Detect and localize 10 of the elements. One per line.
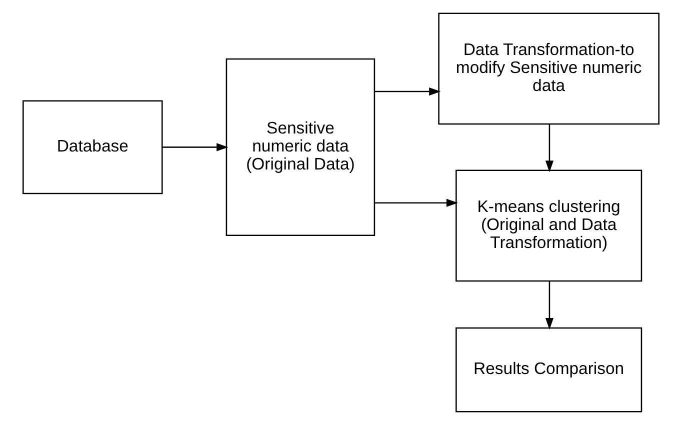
node-box: Results Comparison [455, 327, 642, 412]
node-box: Sensitive numeric data (Original Data) [225, 58, 375, 236]
node-box: Database [22, 100, 162, 194]
arrow [544, 281, 554, 330]
arrow [374, 198, 458, 207]
arrow [374, 87, 440, 96]
arrow [544, 124, 554, 172]
node-box: K-means clustering (Original and Data Transformation) [455, 170, 642, 282]
arrow [162, 143, 228, 152]
node-box: Data Transformation-to modify Sensitive numeric data [438, 12, 659, 125]
